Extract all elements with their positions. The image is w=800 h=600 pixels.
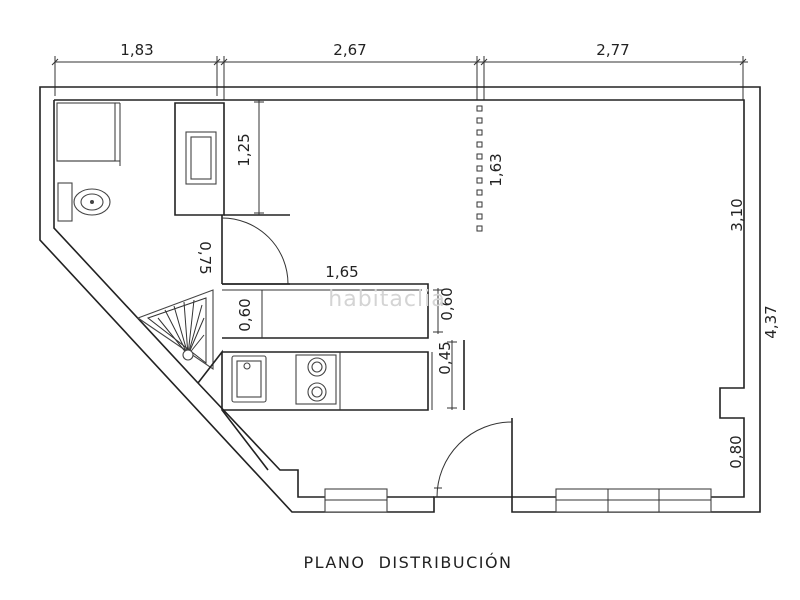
dim-cabinet-height: 1,25 [235,133,253,166]
dim-total-height: 4,37 [762,305,780,338]
top-dimension-chain: 1,83 2,67 2,77 [51,41,748,100]
right-dimensions: 3,10 4,37 0,80 [727,198,780,468]
cabinet-dimension: 1,25 [235,100,264,215]
dim-counter-depth-right: 0,60 [438,287,456,320]
shower-icon [136,289,214,371]
bathroom-cabinet [56,102,116,162]
plan-caption: PLANO DISTRIBUCIÓN [303,553,512,572]
bathroom: 0,75 [56,102,290,371]
kitchen: 1,65 0,60 0,60 0,45 [197,263,465,471]
kitchen-sink-icon [231,355,267,403]
dim-top-right: 2,77 [596,41,629,59]
outer-walls [39,86,761,513]
hob-icon [295,354,337,405]
watermark: habitaclia [328,287,445,312]
dim-kitchen-depth: 0,45 [436,341,454,374]
dim-bathroom-door: 0,75 [196,241,214,274]
bathroom-door [221,215,290,285]
dim-partition-length: 1,63 [487,153,505,186]
toilet-icon [57,182,111,222]
dim-top-left: 1,83 [120,41,153,59]
dotted-partition: 1,63 [476,105,505,232]
dim-counter-length: 1,65 [325,263,358,281]
dim-pillar-offset: 0,80 [727,435,745,468]
dim-living-height: 3,10 [728,198,746,231]
entrance-door [434,418,513,498]
dim-counter-depth-left: 0,60 [236,298,254,331]
dim-top-middle: 2,67 [333,41,366,59]
